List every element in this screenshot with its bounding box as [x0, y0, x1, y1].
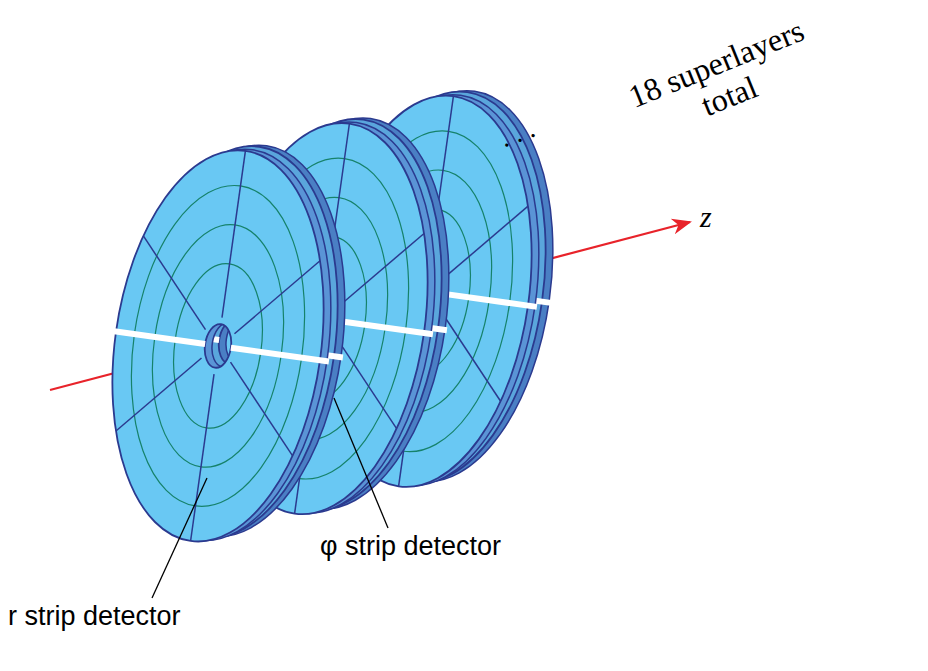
- leader-line: [334, 398, 388, 528]
- r-strip-disk: [80, 133, 357, 556]
- leader-line: [152, 478, 207, 598]
- superlayer-count-label: 18 superlayers total: [603, 4, 843, 155]
- axis-label: z: [700, 200, 712, 233]
- superlayer: [80, 129, 371, 556]
- detector-label: r strip detector: [8, 602, 181, 632]
- detector-label: φ strip detector: [320, 532, 501, 562]
